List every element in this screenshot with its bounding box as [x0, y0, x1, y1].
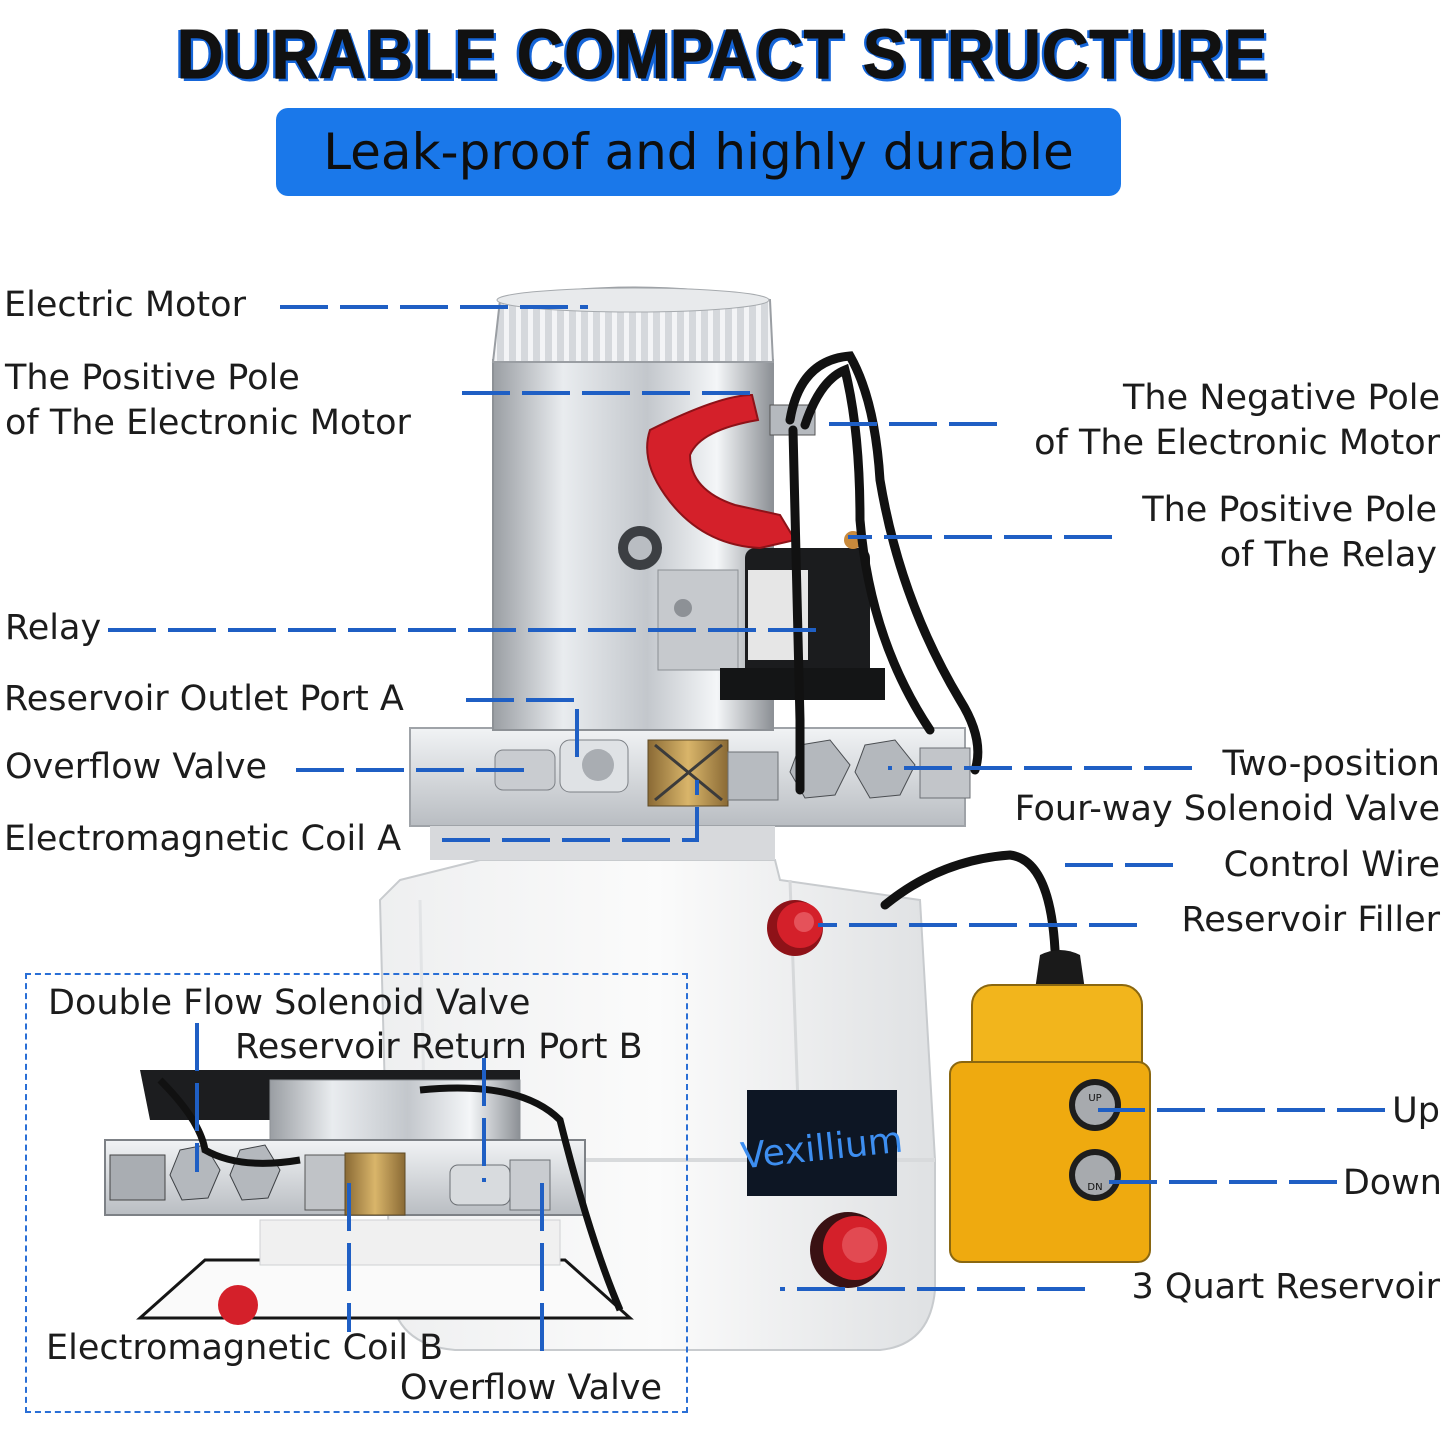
label-relay: Relay [5, 608, 102, 648]
banner-text: Leak-proof and highly durable [323, 123, 1074, 181]
label-inset-overflow-valve: Overflow Valve [400, 1368, 663, 1408]
label-up: Up [1392, 1091, 1440, 1131]
subtitle-banner: Leak-proof and highly durable [276, 108, 1121, 196]
label-negative-pole-line2: of The Electronic Motor [1034, 423, 1440, 463]
label-positive-pole-motor-line2: of The Electronic Motor [5, 403, 411, 443]
label-positive-pole-relay-line2: of The Relay [1219, 535, 1437, 575]
label-two-position-line1: Two-position [1222, 744, 1440, 784]
label-two-position-line2: Four-way Solenoid Valve [1014, 789, 1440, 829]
remote-controller: UP DN [949, 950, 1151, 1263]
leader-lines [108, 305, 1385, 1357]
label-down: Down [1342, 1163, 1442, 1203]
label-positive-pole-relay-line1: The Positive Pole [1142, 490, 1437, 530]
label-negative-pole-line1: The Negative Pole [1123, 378, 1440, 418]
label-reservoir-filler: Reservoir Filler [1181, 900, 1440, 940]
up-button-text: UP [1088, 1093, 1101, 1104]
filler-cap [767, 900, 823, 956]
label-electric-motor: Electric Motor [4, 285, 246, 325]
cables [785, 351, 1060, 955]
brand-plate: Vexillium [739, 1090, 905, 1196]
inset-frame [25, 973, 688, 1413]
label-electromagnetic-coil-a: Electromagnetic Coil A [4, 819, 402, 859]
label-double-flow-solenoid-valve: Double Flow Solenoid Valve [48, 983, 531, 1023]
headline: DURABLE COMPACT STRUCTURE [176, 15, 1269, 94]
label-3-quart-reservoir: 3 Quart Reservoir [1131, 1267, 1441, 1307]
drain-plug [810, 1212, 887, 1288]
label-reservoir-return-port-b: Reservoir Return Port B [235, 1027, 643, 1067]
down-button-text: DN [1087, 1182, 1102, 1193]
label-control-wire: Control Wire [1223, 845, 1440, 885]
inset-drawing [104, 1070, 634, 1325]
label-reservoir-outlet-port-a: Reservoir Outlet Port A [4, 679, 404, 719]
label-positive-pole-motor-line1: The Positive Pole [5, 358, 300, 398]
label-electromagnetic-coil-b: Electromagnetic Coil B [46, 1328, 444, 1368]
valve-block [409, 727, 971, 860]
label-overflow-valve: Overflow Valve [5, 747, 268, 787]
relay [720, 531, 885, 700]
